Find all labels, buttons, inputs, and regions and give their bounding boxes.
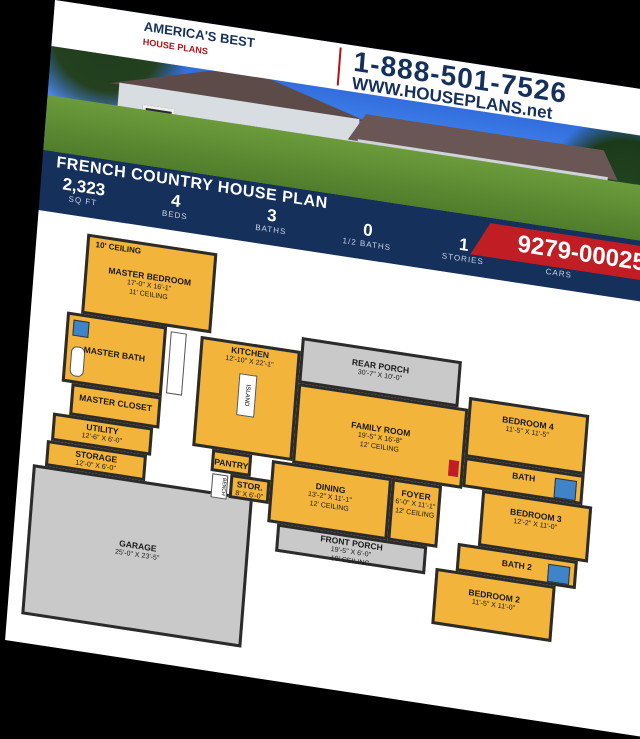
header-divider [336,47,342,86]
room-name: MASTER CLOSET [78,392,153,414]
ceiling-note: 10' CEILING [95,239,142,256]
floor-plan: 10' CEILING MASTER BEDROOM 17'-0" X 16'-… [5,210,640,738]
tub-icon [546,563,571,586]
vanity-icon [165,331,187,396]
room-foyer[interactable]: FOYER 6'-0" X 11'-1" 12' CEILING [387,478,443,548]
shower-icon [72,319,90,338]
bench-icon: BENCH [210,473,229,500]
tub-icon [553,477,578,502]
room-kitchen[interactable]: KITCHEN 12'-10" X 22'-1" ISLAND [192,335,301,462]
room-name: PANTRY [213,456,249,472]
room-pantry[interactable]: PANTRY [210,448,253,477]
kitchen-island: ISLAND [236,373,258,418]
house-plan-sheet: AMERICA'S BEST HOUSE PLANS 1-888-501-752… [5,0,640,738]
fireplace-icon [447,459,460,478]
